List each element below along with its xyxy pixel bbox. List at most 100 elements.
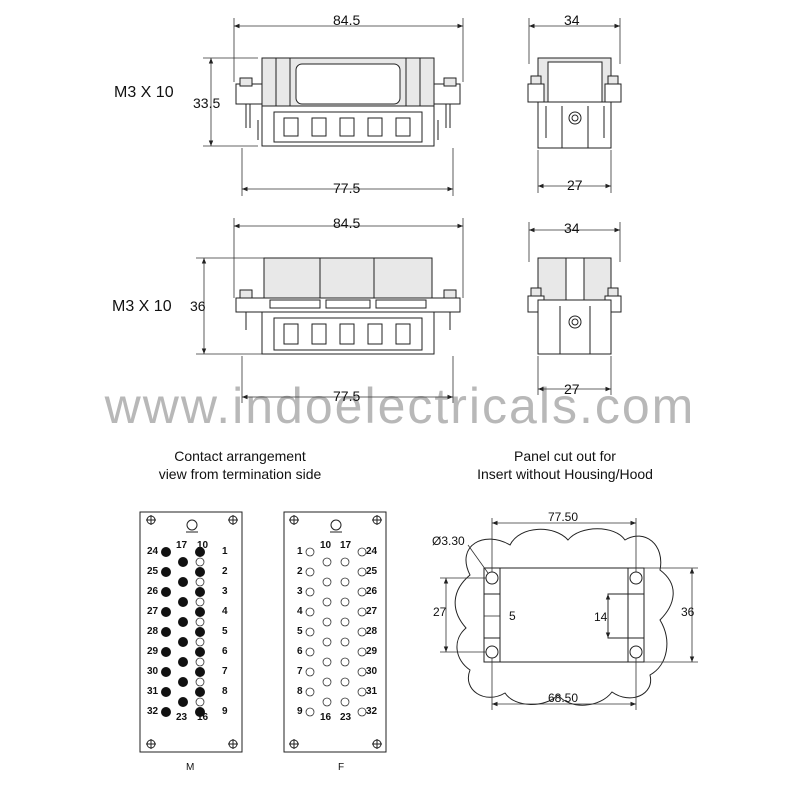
pin-number: 31 bbox=[147, 686, 159, 697]
contact-pin bbox=[161, 647, 171, 657]
contact-title-line1: Contact arrangement bbox=[174, 448, 306, 464]
pin-number: 6 bbox=[297, 646, 303, 657]
pin-number: 25 bbox=[366, 566, 378, 577]
pin-number: 8 bbox=[222, 686, 228, 697]
pin-number: 32 bbox=[366, 706, 378, 717]
mid-width-dim: 84.5 bbox=[333, 215, 361, 231]
pin-number: 17 bbox=[340, 540, 352, 551]
pin-number: 27 bbox=[366, 606, 378, 617]
pin-number: 23 bbox=[340, 712, 352, 723]
pin-number: 30 bbox=[366, 666, 378, 677]
top-side-width-dim: 34 bbox=[564, 12, 580, 28]
contact-pin bbox=[357, 707, 367, 717]
notch-width-dim: 5 bbox=[509, 609, 516, 623]
contact-pin bbox=[195, 647, 205, 657]
contact-pin bbox=[340, 577, 350, 587]
top-front-view bbox=[203, 18, 464, 196]
pin-number: 4 bbox=[222, 606, 228, 617]
contact-pin bbox=[340, 657, 350, 667]
contact-pins bbox=[161, 547, 367, 717]
contact-pin bbox=[322, 597, 332, 607]
contact-pin bbox=[161, 667, 171, 677]
contact-pin bbox=[195, 687, 205, 697]
contact-pin bbox=[161, 547, 171, 557]
pin-number: 26 bbox=[147, 586, 159, 597]
pin-number: 32 bbox=[147, 706, 159, 717]
contact-pin bbox=[357, 567, 367, 577]
contact-pin bbox=[357, 667, 367, 677]
contact-pin bbox=[305, 707, 315, 717]
pin-number: 16 bbox=[320, 712, 332, 723]
mid-side-bottom-dim: 27 bbox=[564, 381, 580, 397]
contact-pin bbox=[161, 587, 171, 597]
contact-pin bbox=[195, 677, 205, 687]
top-screw-label: M3 X 10 bbox=[114, 84, 174, 101]
contact-title-line2: view from termination side bbox=[158, 466, 322, 482]
notch-height-dim: 14 bbox=[594, 610, 608, 624]
pin-number: 10 bbox=[320, 540, 332, 551]
contact-pin bbox=[340, 617, 350, 627]
male-contact-plate bbox=[139, 511, 243, 753]
contact-pin bbox=[178, 697, 188, 707]
pin-number: 30 bbox=[147, 666, 159, 677]
mid-side-view bbox=[527, 222, 622, 395]
contact-pin bbox=[161, 567, 171, 577]
contact-pin bbox=[195, 587, 205, 597]
contact-pin bbox=[305, 587, 315, 597]
contact-pin bbox=[357, 647, 367, 657]
pin-number: 24 bbox=[147, 546, 159, 557]
contact-pin bbox=[195, 557, 205, 567]
contact-pin bbox=[195, 597, 205, 607]
pin-number: 23 bbox=[176, 712, 188, 723]
contact-title: Contact arrangement view from terminatio… bbox=[120, 447, 360, 483]
contact-pin bbox=[322, 697, 332, 707]
pin-number: 29 bbox=[366, 646, 378, 657]
contact-pin bbox=[178, 577, 188, 587]
contact-pin bbox=[178, 677, 188, 687]
mid-height-dim: 36 bbox=[190, 298, 206, 314]
pin-number: 5 bbox=[297, 626, 303, 637]
contact-pin bbox=[305, 607, 315, 617]
pin-number: 10 bbox=[197, 540, 209, 551]
hole-dia-dim: Ø3.30 bbox=[432, 534, 465, 548]
contact-pin bbox=[305, 667, 315, 677]
pin-number: 28 bbox=[147, 626, 159, 637]
top-side-bottom-dim: 27 bbox=[567, 177, 583, 193]
contact-pin bbox=[357, 547, 367, 557]
panel-top-dim: 77.50 bbox=[548, 510, 579, 524]
top-width-dim: 84.5 bbox=[333, 12, 361, 28]
contact-pin bbox=[305, 567, 315, 577]
pin-number: 9 bbox=[297, 706, 303, 717]
pin-number: 5 bbox=[222, 626, 228, 637]
contact-pin bbox=[178, 557, 188, 567]
contact-pin bbox=[195, 567, 205, 577]
contact-pin bbox=[357, 587, 367, 597]
contact-pin bbox=[195, 667, 205, 677]
panel-title-line1: Panel cut out for bbox=[514, 448, 616, 464]
pin-number: 26 bbox=[366, 586, 378, 597]
contact-pin bbox=[357, 627, 367, 637]
pin-number: 2 bbox=[222, 566, 228, 577]
female-contact-plate bbox=[283, 511, 387, 753]
contact-pin bbox=[195, 657, 205, 667]
panel-cutout bbox=[440, 518, 698, 710]
contact-pin bbox=[340, 557, 350, 567]
contact-pin bbox=[195, 627, 205, 637]
contact-pin bbox=[195, 577, 205, 587]
contact-pin bbox=[178, 597, 188, 607]
contact-pin bbox=[340, 597, 350, 607]
panel-right-dim: 36 bbox=[681, 605, 695, 619]
panel-title-line2: Insert without Housing/Hood bbox=[477, 466, 653, 482]
panel-bottom-dim: 68.50 bbox=[548, 691, 579, 705]
pin-number: 3 bbox=[222, 586, 228, 597]
contact-pin bbox=[195, 707, 205, 717]
pin-number: 31 bbox=[366, 686, 378, 697]
mid-screw-label: M3 X 10 bbox=[112, 298, 172, 315]
contact-pin bbox=[322, 577, 332, 587]
top-height-dim: 33.5 bbox=[193, 95, 221, 111]
pin-number: 29 bbox=[147, 646, 159, 657]
pin-number: 7 bbox=[222, 666, 228, 677]
contact-pin bbox=[322, 637, 332, 647]
contact-pin bbox=[178, 617, 188, 627]
